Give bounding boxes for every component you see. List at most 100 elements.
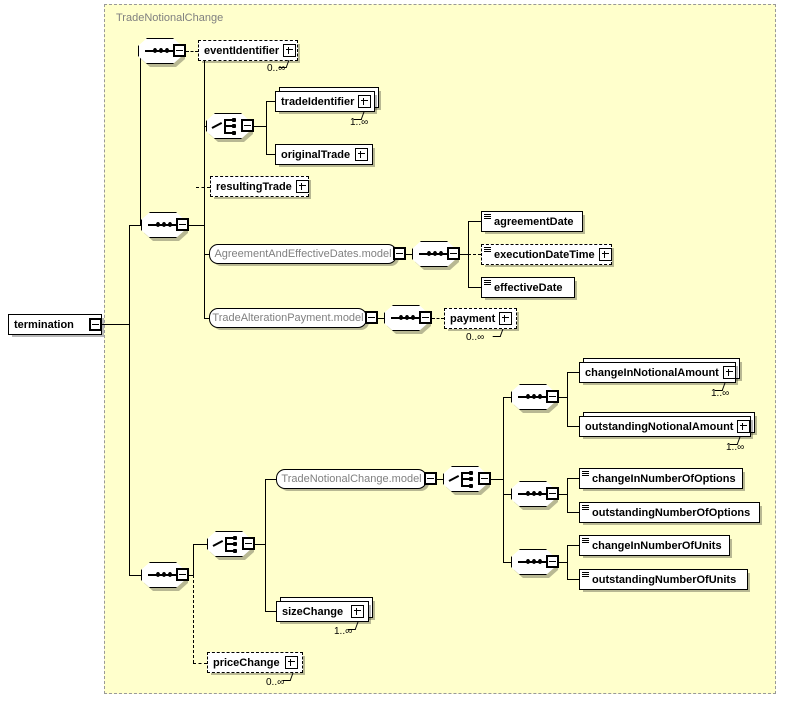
seq-payment-collapse-toggle[interactable] [419,311,432,324]
element-changeinnumberofunits[interactable]: changeInNumberOfUnits [579,535,730,556]
termination-collapse-toggle[interactable] [89,318,102,331]
sequence-glyph [518,491,548,496]
element-outstandingnumberofunits-label: outstandingNumberOfUnits [592,573,737,586]
element-changeinnumberofoptions-label: changeInNumberOfOptions [592,472,736,485]
element-sizechange[interactable]: sizeChange [276,601,369,622]
connector-to-outstandingnumberofoptions [567,512,579,513]
tncmodel-collapse-toggle[interactable] [424,472,437,485]
choice-model-collapse-toggle[interactable] [478,472,491,485]
model-agreementandeffectivedates-label: AgreementAndEffectiveDates.model [214,248,392,260]
element-termination-label: termination [14,318,74,331]
connector-seqbottom-branch-spine [193,544,194,575]
model-tradenotionalchange[interactable]: TradeNotionalChange.model [276,469,427,489]
plus-icon[interactable] [295,180,309,193]
seq-bottom-collapse-toggle[interactable] [176,568,189,581]
connector-main-spine [129,225,130,575]
connector-dash-to-payment [432,318,444,319]
agreementmodel-collapse-toggle[interactable] [393,247,406,260]
element-executiondatetime[interactable]: executionDateTime [481,244,612,265]
element-termination[interactable]: termination [8,314,102,335]
simple-type-icon [582,538,589,544]
connector-choicesize-branch-spine [265,479,266,611]
element-tradeidentifier-label: tradeIdentifier [281,95,355,108]
element-outstandingnumberofoptions[interactable]: outstandingNumberOfOptions [579,502,760,523]
element-payment[interactable]: payment [444,308,517,329]
connector-spine-to-seq-top [129,225,141,226]
element-pricechange-label: priceChange [213,656,280,669]
seq-top-collapse-toggle[interactable] [176,218,189,231]
connector-choicemodel-branch-spine [503,397,504,562]
element-originaltrade[interactable]: originalTrade [275,144,373,165]
connector-to-agreementdate [468,221,481,222]
model-agreementandeffectivedates[interactable]: AgreementAndEffectiveDates.model [209,244,397,264]
connector-to-changeinnotionalamount [567,372,579,373]
sequence-glyph [148,222,178,227]
choice-size-collapse-toggle[interactable] [242,537,255,550]
simple-type-icon [582,572,589,578]
plus-icon[interactable] [358,95,372,108]
element-outstandingnumberofunits[interactable]: outstandingNumberOfUnits [579,569,748,590]
simple-type-icon [484,214,491,220]
plus-icon[interactable] [283,44,297,57]
element-pricechange[interactable]: priceChange [207,652,303,673]
connector-spine-to-agreementmodel [204,254,212,255]
plus-icon[interactable] [722,366,736,379]
element-changeinnotionalamount[interactable]: changeInNotionalAmount [579,362,736,383]
connector-tncmodel-out [437,479,445,480]
connector-seqnotional-out [559,397,567,398]
connector-to-originaltrade [266,154,275,155]
choice-trade-collapse-toggle[interactable] [241,119,254,132]
seq-options-collapse-toggle[interactable] [546,487,559,500]
sequence-compositor-dates[interactable] [412,241,459,270]
element-resultingtrade[interactable]: resultingTrade [210,176,309,197]
cardinality-eventidentifier: 0..∞ [267,63,286,74]
sequence-glyph [419,251,449,256]
connector-spine-to-seq-bottom [129,575,141,576]
element-effectivedate[interactable]: effectiveDate [481,277,575,298]
seq-dates-collapse-toggle[interactable] [447,247,460,260]
plus-icon[interactable] [598,248,612,261]
seq-notional-collapse-toggle[interactable] [546,390,559,403]
simple-type-icon [484,247,491,253]
connector-agreementmodel-out [406,254,414,255]
seq-eventidentifier-collapse-toggle[interactable] [173,44,186,57]
plus-icon[interactable] [737,420,751,433]
connector-to-changeinnumberofunits [567,545,579,546]
connector-seqoptions-branch-spine [567,478,568,512]
connector-to-tradeidentifier [266,101,275,102]
connector-to-choicesize [193,544,207,545]
element-outstandingnotionalamount-label: outstandingNotionalAmount [585,420,734,433]
connector-choicetrade-branch-spine [266,101,267,154]
connector-to-tnc-model [265,479,276,480]
connector-to-sizechange [265,611,276,612]
connector-termination-spine [102,324,129,325]
element-agreementdate[interactable]: agreementDate [481,211,583,232]
cardinality-changeinnotionalamount: 1..∞ [711,388,730,399]
model-tradealterationpayment[interactable]: TradeAlterationPayment.model [209,308,367,328]
paymentmodel-collapse-toggle[interactable] [365,311,378,324]
element-eventidentifier[interactable]: eventIdentifier [198,40,298,61]
element-tradeidentifier[interactable]: tradeIdentifier [275,91,375,112]
connector-seqbottom-out [189,575,193,576]
connector-seqtop-up-h [140,225,141,226]
choice-glyph [211,118,244,135]
element-changeinnumberofoptions[interactable]: changeInNumberOfOptions [579,468,743,489]
connector-choicesize-out [255,544,265,545]
connector-seqoptions-out [559,494,567,495]
connector-dash-to-executiondatetime [468,254,481,255]
sequence-glyph [391,315,421,320]
seq-units-collapse-toggle[interactable] [546,555,559,568]
connector-dash-to-eventidentifier [186,51,198,52]
plus-icon[interactable] [285,656,298,669]
choice-compositor-model[interactable] [443,466,490,495]
model-tradenotionalchange-label: TradeNotionalChange.model [281,473,422,485]
connector-sequnits-out [559,562,567,563]
connector-to-effectivedate [468,287,481,288]
plus-icon[interactable] [351,605,364,618]
plus-icon[interactable] [355,148,368,161]
element-outstandingnotionalamount[interactable]: outstandingNotionalAmount [579,416,751,437]
connector-seqnotional-branch-spine [567,372,568,426]
sequence-glyph [518,394,548,399]
plus-icon[interactable] [499,312,513,325]
